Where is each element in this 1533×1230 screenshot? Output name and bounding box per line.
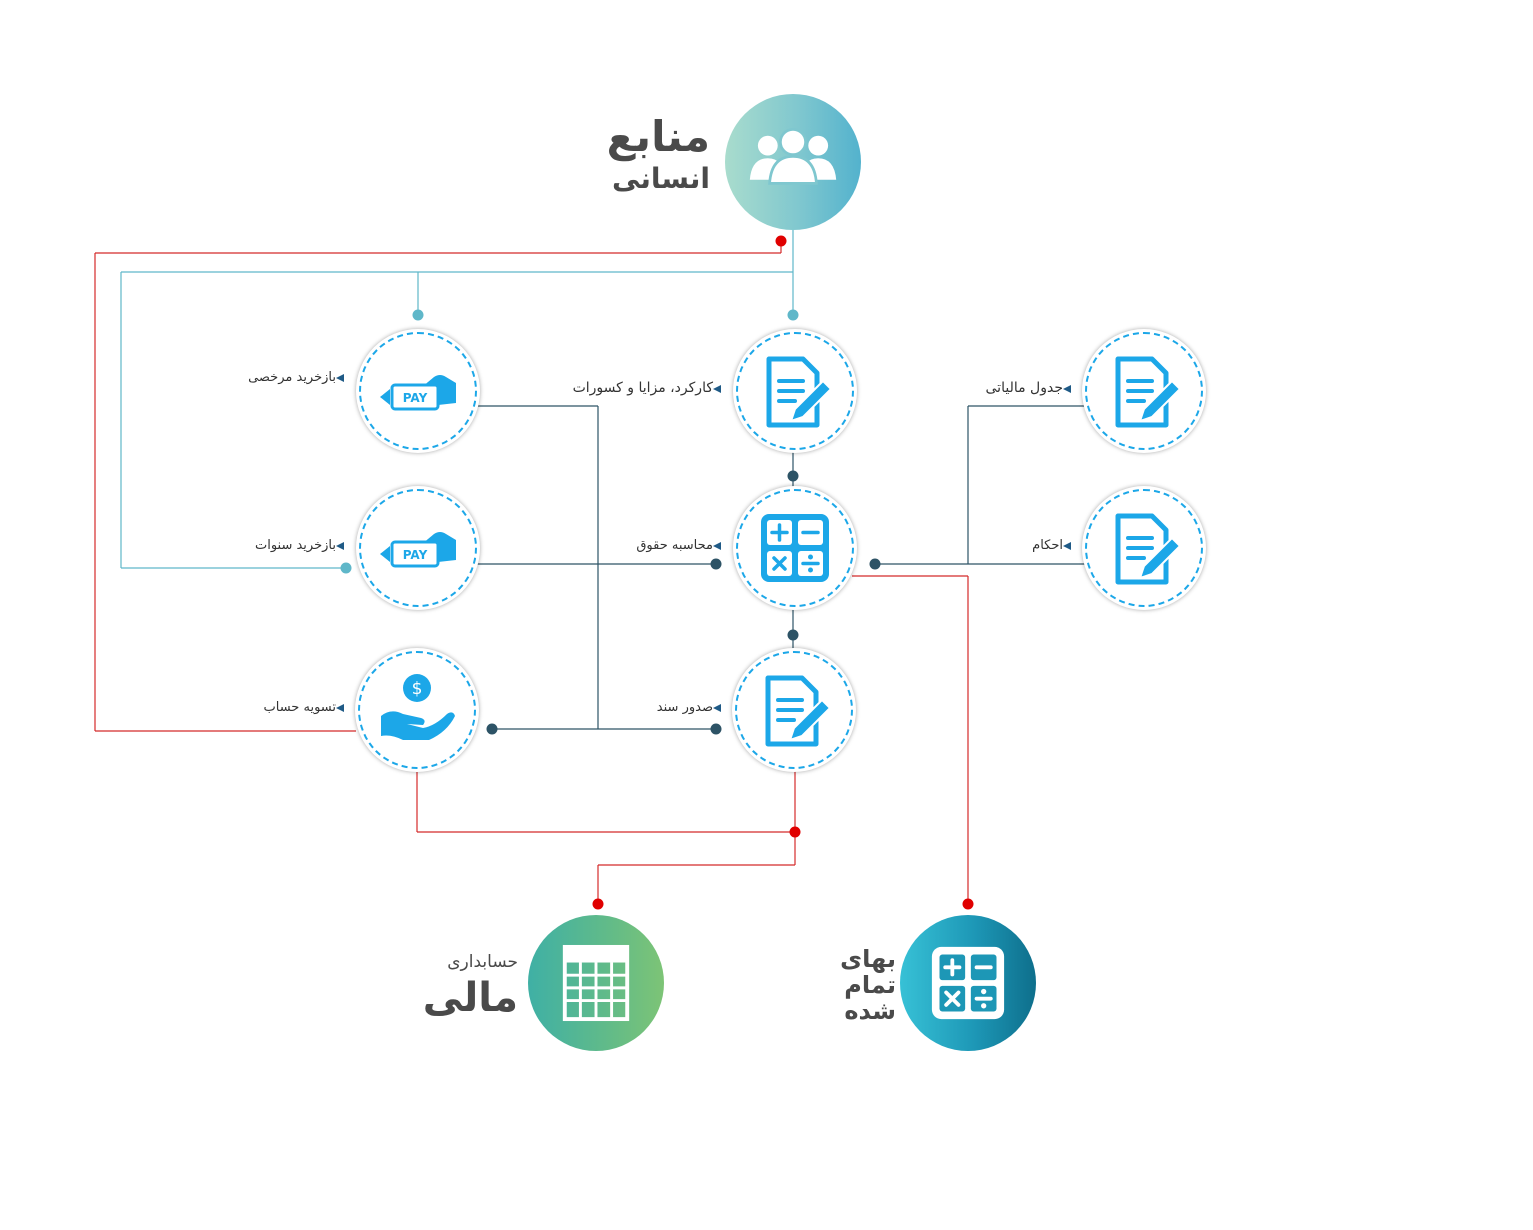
pointer-icon — [1063, 541, 1071, 550]
calculator-icon — [931, 946, 1005, 1020]
cost-title-line2: تمام — [844, 971, 896, 999]
label-salary-calc: محاسبه حقوق — [590, 538, 725, 553]
node-tax-table[interactable] — [1082, 329, 1206, 453]
finance-title-line1: حسابداری — [447, 952, 518, 972]
node-settlement[interactable]: $ — [355, 648, 479, 772]
hr-circle — [725, 94, 861, 230]
cost-title-line3: شده — [844, 997, 896, 1025]
spreadsheet-icon — [562, 944, 630, 1022]
pointer-icon — [713, 384, 721, 393]
pointer-icon — [336, 541, 344, 550]
node-salary-calc[interactable] — [733, 486, 857, 610]
hr-title: منابع انسانی — [600, 112, 710, 196]
document-edit-icon — [765, 675, 832, 747]
pointer-icon — [713, 541, 721, 550]
node-years-buyback[interactable]: PAY — [356, 486, 480, 610]
document-edit-icon — [1115, 356, 1182, 428]
svg-text:$: $ — [412, 679, 423, 699]
node-leave-buyback[interactable]: PAY — [356, 329, 480, 453]
svg-text:PAY: PAY — [403, 391, 428, 405]
label-work-benefits: کارکرد، مزایا و کسورات — [530, 380, 725, 396]
node-voucher[interactable] — [732, 648, 856, 772]
hr-title-line2: انسانی — [612, 162, 710, 195]
hand-dollar-icon: $ — [381, 674, 455, 740]
finance-title-line2: مالی — [422, 975, 518, 1021]
label-settlement: تسویه حساب — [210, 700, 348, 715]
pointer-icon — [336, 373, 344, 382]
pay-card-hand-icon: PAY — [380, 532, 456, 568]
svg-text:PAY: PAY — [403, 548, 428, 562]
label-leave-buyback: بازخرید مرخصی — [210, 370, 348, 385]
cost-title-line1: بهای — [840, 945, 896, 973]
pointer-icon — [1063, 384, 1071, 393]
label-voucher: صدور سند — [590, 700, 725, 715]
label-tax-table: جدول مالیاتی — [950, 380, 1075, 396]
cost-circle — [900, 915, 1036, 1051]
finance-title: حسابداری مالی — [420, 950, 518, 1022]
document-edit-icon — [1115, 513, 1182, 585]
pay-card-hand-icon: PAY — [380, 375, 456, 411]
pointer-icon — [336, 703, 344, 712]
people-group-icon — [749, 128, 837, 185]
calculator-icon — [761, 514, 829, 582]
document-edit-icon — [766, 356, 833, 428]
node-rulings[interactable] — [1082, 486, 1206, 610]
pointer-icon — [713, 703, 721, 712]
label-rulings: احکام — [1000, 538, 1075, 553]
hr-title-line1: منابع — [606, 112, 710, 161]
cost-title: بهای تمام شده — [828, 946, 896, 1024]
finance-circle — [528, 915, 664, 1051]
label-years-buyback: بازخرید سنوات — [210, 538, 348, 553]
node-work-benefits[interactable] — [733, 329, 857, 453]
